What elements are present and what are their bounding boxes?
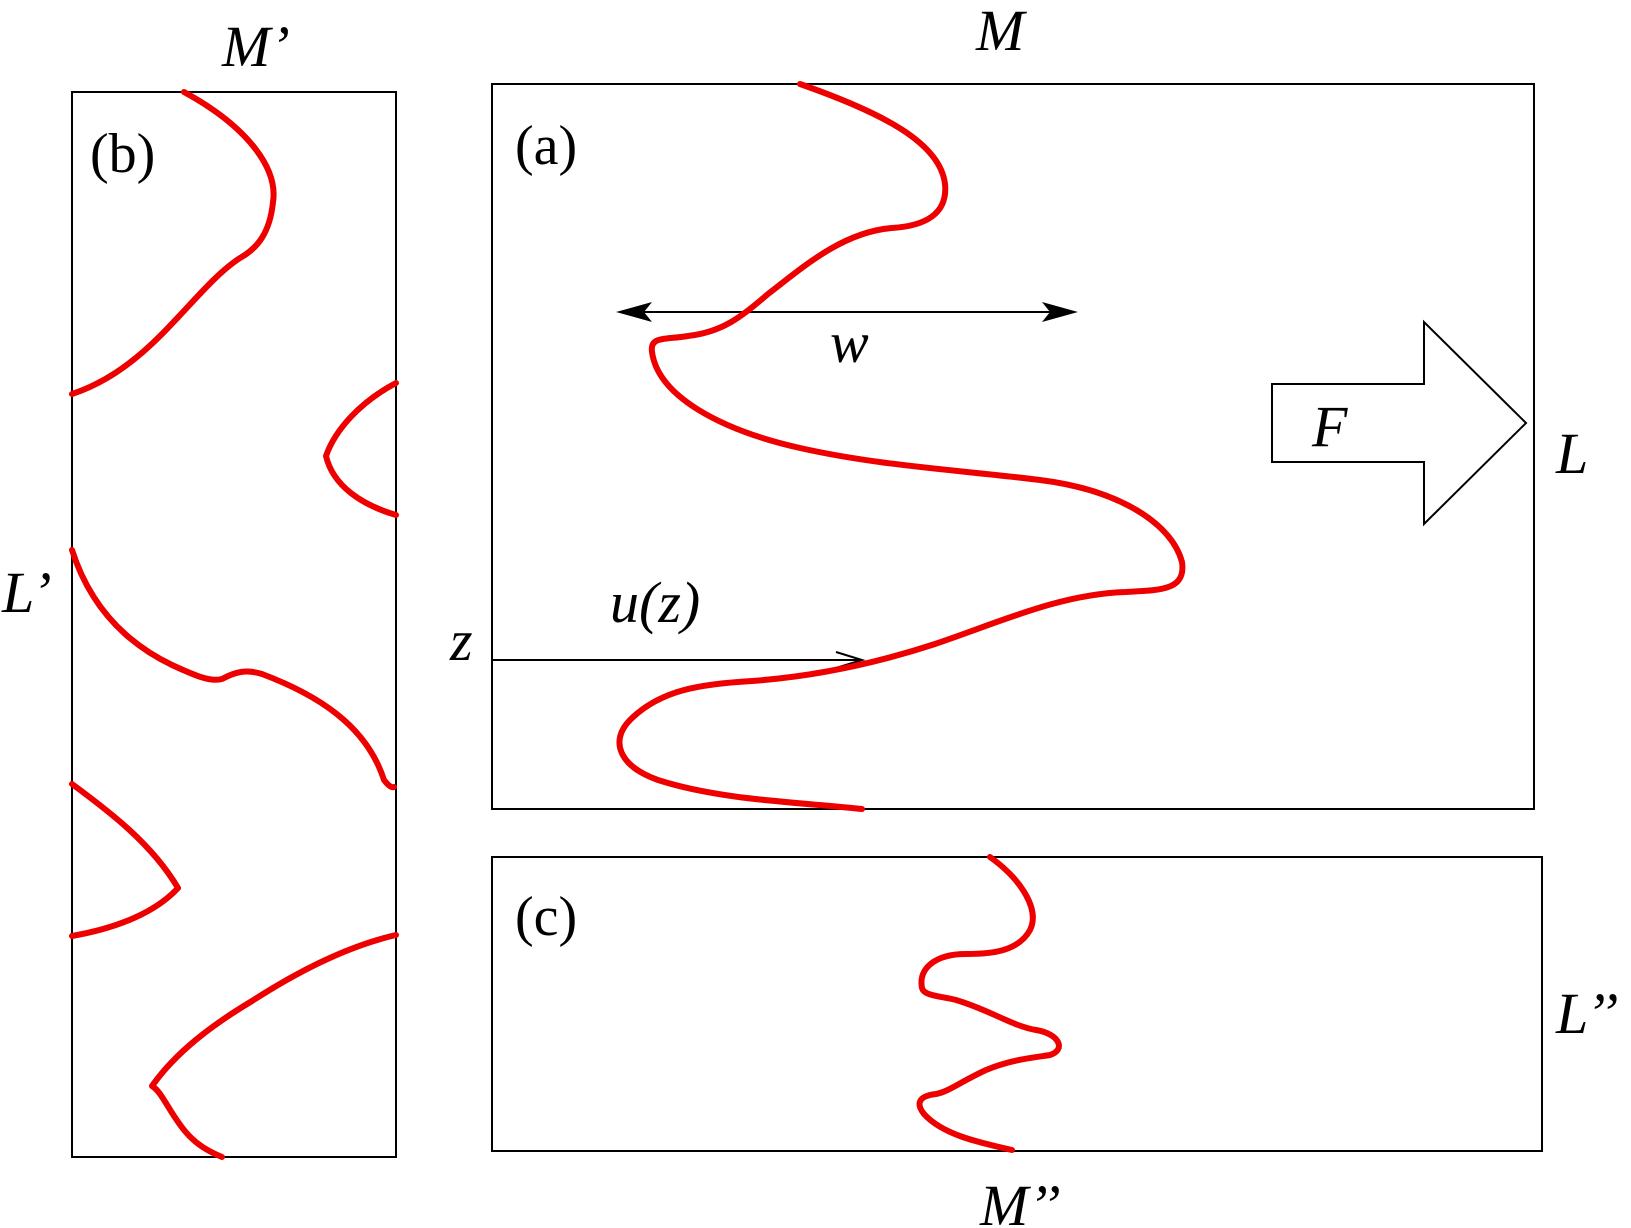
force-label: F	[1311, 394, 1348, 459]
panel-c-interface	[916, 854, 1062, 1153]
panel-b-label: (b)	[90, 123, 155, 185]
panel-b: (b) M’ L’	[1, 14, 399, 1160]
panel-b-top-label: M’	[221, 14, 290, 79]
panel-a: (a) M L w u(z) z F	[449, 0, 1588, 812]
coordinate-label: z	[449, 608, 473, 673]
panel-c-label: (c)	[515, 886, 577, 948]
width-label: w	[830, 310, 869, 375]
panel-b-interface-segment-2	[323, 380, 399, 518]
force-arrow	[1271, 319, 1528, 527]
panel-c-bottom-label: M’’	[979, 1173, 1061, 1228]
panel-a-label: (a)	[515, 115, 577, 177]
panel-c-right-label: L’’	[1555, 981, 1618, 1046]
displacement-label: u(z)	[610, 570, 700, 635]
panel-a-top-label: M	[975, 0, 1027, 63]
panel-a-right-label: L	[1555, 421, 1588, 486]
panel-a-interface	[616, 81, 1186, 812]
panel-b-interface-segment-5	[149, 932, 399, 1160]
width-arrow	[616, 302, 1078, 322]
panel-c: (c) M’’ L’’	[491, 854, 1618, 1228]
displacement-arrow	[492, 651, 866, 669]
panel-b-interface-segment-4	[69, 781, 181, 939]
panel-b-frame	[71, 91, 397, 1158]
panel-b-left-label: L’	[1, 560, 51, 625]
panel-b-interface-segment-3	[69, 547, 397, 791]
panel-c-frame	[491, 856, 1543, 1152]
panel-b-interface-segment-1	[69, 89, 277, 397]
panel-a-frame	[491, 83, 1535, 810]
